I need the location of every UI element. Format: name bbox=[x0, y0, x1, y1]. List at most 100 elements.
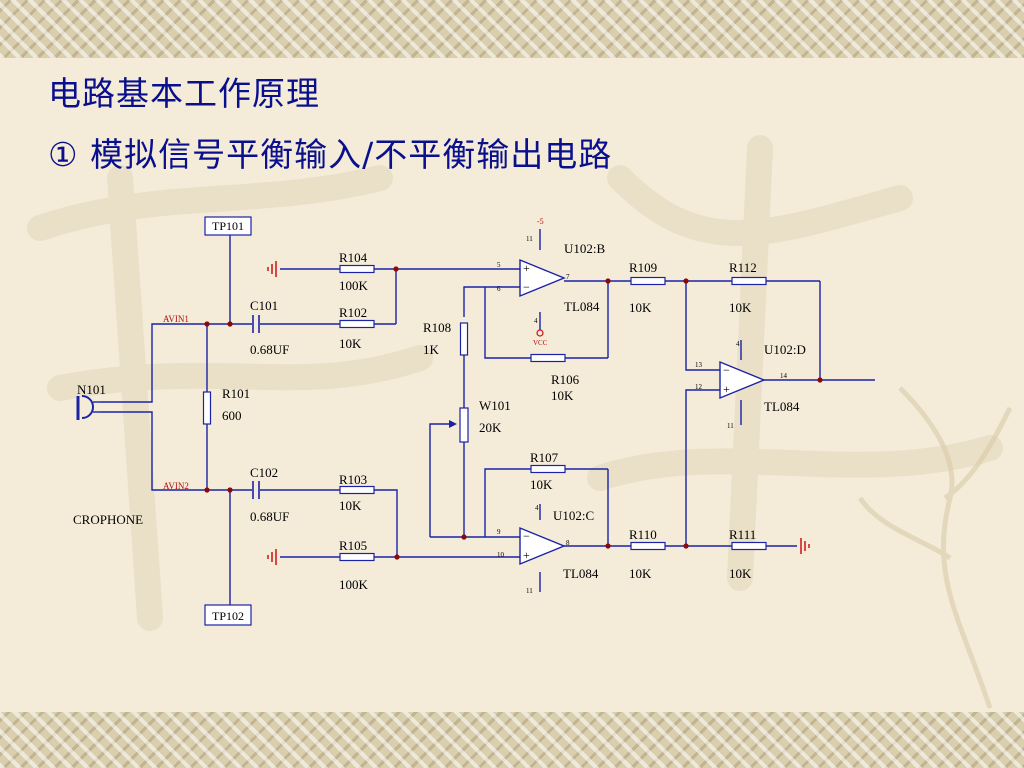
resistor-value-label: 10K bbox=[339, 336, 362, 351]
capacitor-c101 bbox=[252, 315, 260, 333]
junction-dot bbox=[227, 487, 233, 493]
resistor-value-label: 10K bbox=[530, 477, 553, 492]
resistor-r111 bbox=[731, 541, 767, 551]
capacitor-value-label: 0.68UF bbox=[250, 342, 289, 357]
opamp-ref-label: U102:D bbox=[764, 342, 806, 357]
microphone-symbol bbox=[76, 395, 100, 420]
resistor-ref-label: R104 bbox=[339, 250, 368, 265]
resistor-ref-label: R110 bbox=[629, 527, 657, 542]
capacitor-c102 bbox=[252, 481, 260, 499]
junction-dot bbox=[394, 554, 400, 560]
opamp-input-sign: − bbox=[723, 363, 730, 377]
resistor-value-label: 1K bbox=[423, 342, 440, 357]
junction-dot bbox=[817, 377, 823, 383]
resistor-ref-label: R108 bbox=[423, 320, 451, 335]
opamp-part-label: TL084 bbox=[764, 399, 800, 414]
resistor-ref-label: R101 bbox=[222, 386, 250, 401]
test-point-tp101: TP101 bbox=[204, 216, 252, 236]
pin-number: 4 bbox=[534, 317, 538, 325]
wire bbox=[484, 468, 531, 537]
test-point-box bbox=[204, 604, 252, 626]
resistor-value-label: 600 bbox=[222, 408, 242, 423]
wire bbox=[463, 286, 498, 317]
resistor-r106 bbox=[530, 353, 566, 363]
wire bbox=[100, 323, 185, 403]
resistor-value-label: 10K bbox=[339, 498, 362, 513]
opamp-part-label: TL084 bbox=[563, 566, 599, 581]
resistor-r104 bbox=[339, 264, 375, 274]
capacitor-value-label: 0.68UF bbox=[250, 509, 289, 524]
background-calligraphy bbox=[27, 135, 1013, 709]
junction-dot bbox=[683, 543, 689, 549]
pin-number: 8 bbox=[566, 539, 570, 547]
resistor-ref-label: R109 bbox=[629, 260, 657, 275]
test-point-label: TP101 bbox=[212, 219, 244, 233]
wire bbox=[685, 389, 720, 546]
net-label-avin1: AVIN1 bbox=[163, 314, 189, 324]
net-label-avin2: AVIN2 bbox=[163, 481, 189, 491]
opamp-u102b bbox=[519, 258, 566, 298]
potentiometer-w101 bbox=[459, 407, 469, 443]
resistor-value-label: 10K bbox=[551, 388, 574, 403]
junction-dot bbox=[393, 266, 399, 272]
resistor-ref-label: R112 bbox=[729, 260, 757, 275]
pin-number: 13 bbox=[695, 361, 703, 369]
opamp-ref-label: U102:C bbox=[553, 508, 594, 523]
resistor-r102 bbox=[339, 319, 375, 329]
wire bbox=[374, 489, 398, 557]
wire bbox=[484, 287, 531, 359]
opamp-part-label: TL084 bbox=[564, 299, 600, 314]
ground-symbol bbox=[800, 538, 810, 554]
opamp-triangle bbox=[519, 258, 566, 298]
junction-dot bbox=[605, 543, 611, 549]
ground-symbol bbox=[267, 261, 277, 277]
junction-dot bbox=[605, 278, 611, 284]
vcc-terminal bbox=[536, 329, 544, 337]
microphone-ref-label: N101 bbox=[77, 382, 106, 397]
resistor-r101 bbox=[202, 391, 212, 425]
junction-dot bbox=[204, 487, 210, 493]
opamp-input-sign: + bbox=[523, 548, 530, 562]
wire bbox=[685, 281, 720, 371]
resistor-ref-label: R106 bbox=[551, 372, 580, 387]
opamp-u102c bbox=[519, 526, 566, 566]
pin-number: 9 bbox=[497, 528, 501, 536]
pin-number: 6 bbox=[497, 285, 501, 293]
potentiometer-wiper-arrow bbox=[449, 420, 457, 428]
pin-number: 11 bbox=[526, 587, 533, 595]
test-point-box bbox=[204, 216, 252, 236]
opamp-ref-label: U102:B bbox=[564, 241, 606, 256]
pin-number: 11 bbox=[727, 422, 734, 430]
resistor-ref-label: R102 bbox=[339, 305, 367, 320]
resistor-value-label: 10K bbox=[729, 566, 752, 581]
microphone-arc bbox=[81, 395, 94, 419]
title-block: 电路基本工作原理 ① 模拟信号平衡输入/不平衡输出电路 bbox=[48, 70, 612, 179]
pin-number: 4 bbox=[736, 340, 740, 348]
resistor-r108 bbox=[459, 322, 469, 356]
opamp-input-sign: + bbox=[723, 382, 730, 396]
supply-label-neg: -5 bbox=[537, 217, 544, 226]
microphone-name-label: CROPHONE bbox=[73, 512, 143, 527]
resistor-r112 bbox=[731, 276, 767, 286]
opamp-triangle bbox=[719, 360, 766, 400]
opamp-triangle bbox=[519, 526, 566, 566]
slide-subtitle: ① 模拟信号平衡输入/不平衡输出电路 bbox=[48, 135, 613, 174]
resistor-ref-label: R111 bbox=[729, 527, 756, 542]
ground-symbol bbox=[267, 549, 277, 565]
pin-number: 10 bbox=[497, 551, 505, 559]
potentiometer-value-label: 20K bbox=[479, 420, 502, 435]
decorative-border-bottom bbox=[0, 712, 1024, 768]
resistor-r105 bbox=[339, 552, 375, 562]
resistor-value-label: 10K bbox=[629, 300, 652, 315]
potentiometer-ref-label: W101 bbox=[479, 398, 511, 413]
capacitor-ref-label: C102 bbox=[250, 465, 278, 480]
resistor-value-label: 10K bbox=[629, 566, 652, 581]
resistor-r103 bbox=[339, 485, 375, 495]
resistor-r109 bbox=[630, 276, 666, 286]
test-point-tp102: TP102 bbox=[204, 604, 252, 626]
opamp-u102d bbox=[719, 360, 766, 400]
junction-dot bbox=[461, 534, 467, 540]
pin-number: 7 bbox=[566, 273, 570, 281]
